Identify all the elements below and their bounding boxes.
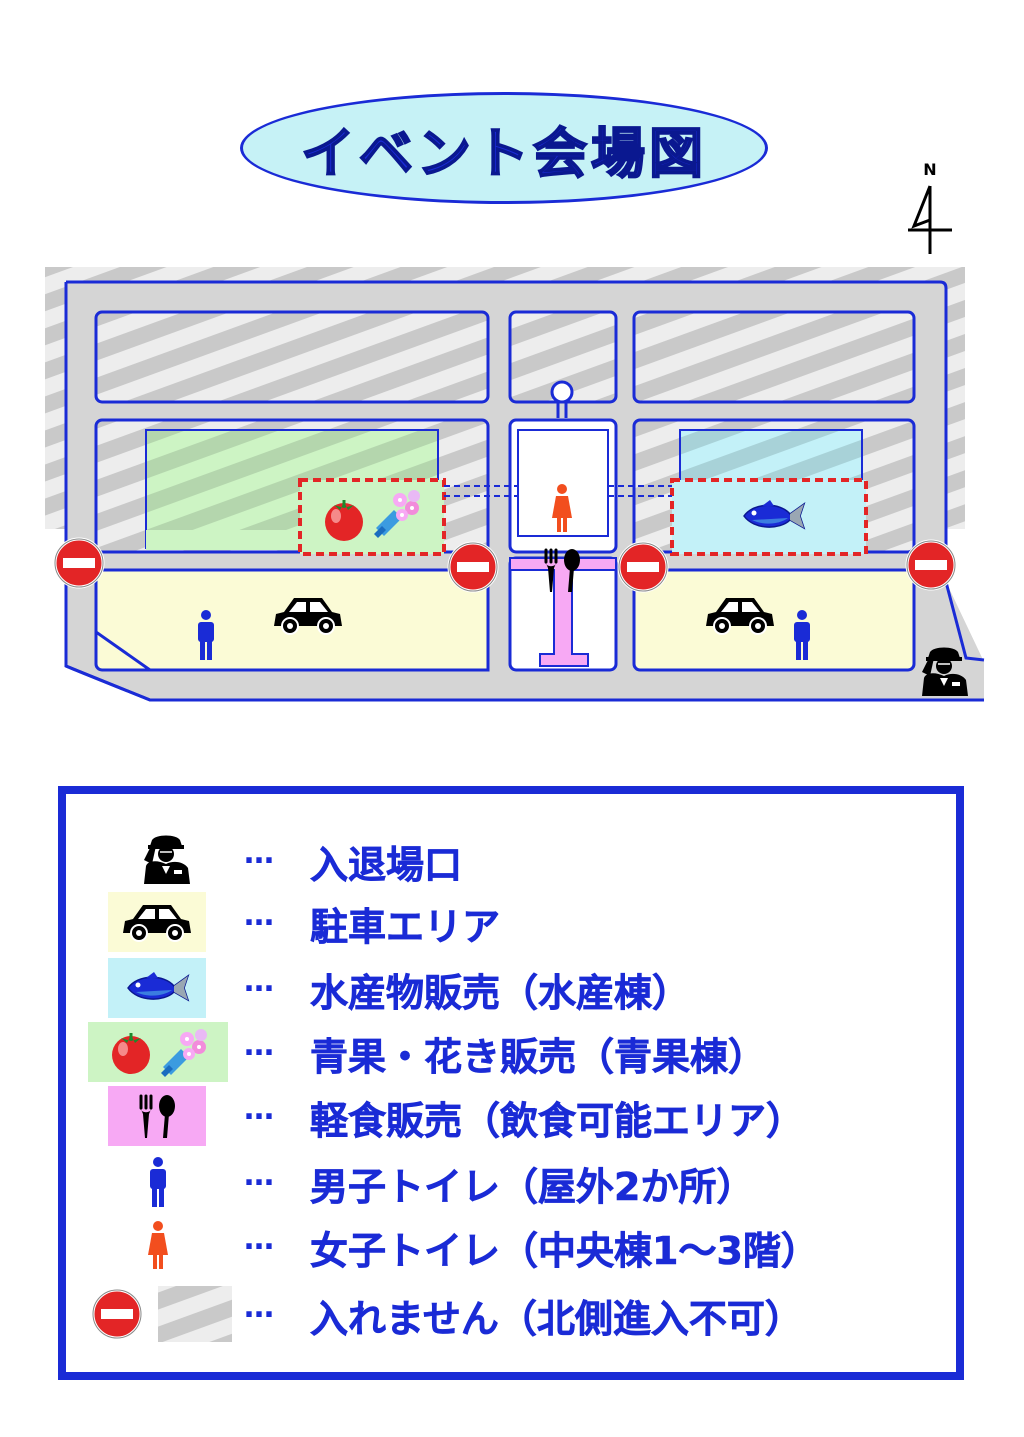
legend-label: 入れません（北側進入不可） (310, 1297, 803, 1342)
no-entry-icon (91, 1286, 232, 1342)
page-title: イベント会場図 (300, 121, 707, 186)
no-entry-icon (447, 541, 499, 593)
legend-item: … 入退場口 (66, 830, 956, 890)
seafood-walkway (608, 485, 672, 497)
no-entry-icon (53, 537, 105, 589)
no-entry-icon (617, 541, 669, 593)
legend-item: … 女子トイレ（中央棟1～3階） (66, 1216, 956, 1276)
legend-label: 青果・花き販売（青果棟） (310, 1035, 767, 1080)
title-banner: イベント会場図 (240, 92, 768, 204)
legend-label: 女子トイレ（中央棟1～3階） (310, 1229, 819, 1274)
male-toilet-icon (150, 1157, 166, 1207)
west-north-block (94, 310, 490, 404)
tomato-flower-icon (110, 1029, 207, 1077)
fish-icon (127, 971, 189, 1001)
venue-map (40, 267, 985, 709)
legend: … 入退場口 … 駐車エリア … 水産物販売（水産棟） … 青果・花き販売（青果… (58, 786, 964, 1380)
legend-label: 軽食販売（飲食可能エリア） (310, 1099, 805, 1144)
legend-item: … 水産物販売（水産棟） (66, 958, 956, 1018)
north-arrow: N (900, 158, 960, 258)
legend-item: … 男子トイレ（屋外2か所） (66, 1152, 956, 1212)
legend-item: … 駐車エリア (66, 892, 956, 952)
fork-spoon-icon (138, 1093, 177, 1140)
legend-label: 水産物販売（水産棟） (310, 971, 691, 1016)
female-toilet-icon (148, 1221, 168, 1269)
legend-item: … 青果・花き販売（青果棟） (66, 1022, 956, 1082)
no-entry-icon (905, 539, 957, 591)
legend-label: 駐車エリア (310, 905, 501, 950)
north-label: N (923, 160, 937, 179)
legend-label: 男子トイレ（屋外2か所） (310, 1165, 755, 1210)
food-area (509, 557, 617, 667)
guard-icon (143, 834, 191, 885)
produce-walkway (444, 485, 518, 497)
legend-label: 入退場口 (310, 843, 463, 888)
legend-item: … 軽食販売（飲食可能エリア） (66, 1086, 956, 1146)
north-arrow-icon (908, 185, 952, 254)
produce-sales-area (298, 478, 446, 556)
east-parking-area (632, 568, 916, 672)
east-north-block (632, 310, 916, 404)
legend-item: … 入れません（北側進入不可） (66, 1284, 956, 1344)
car-icon (122, 904, 192, 942)
